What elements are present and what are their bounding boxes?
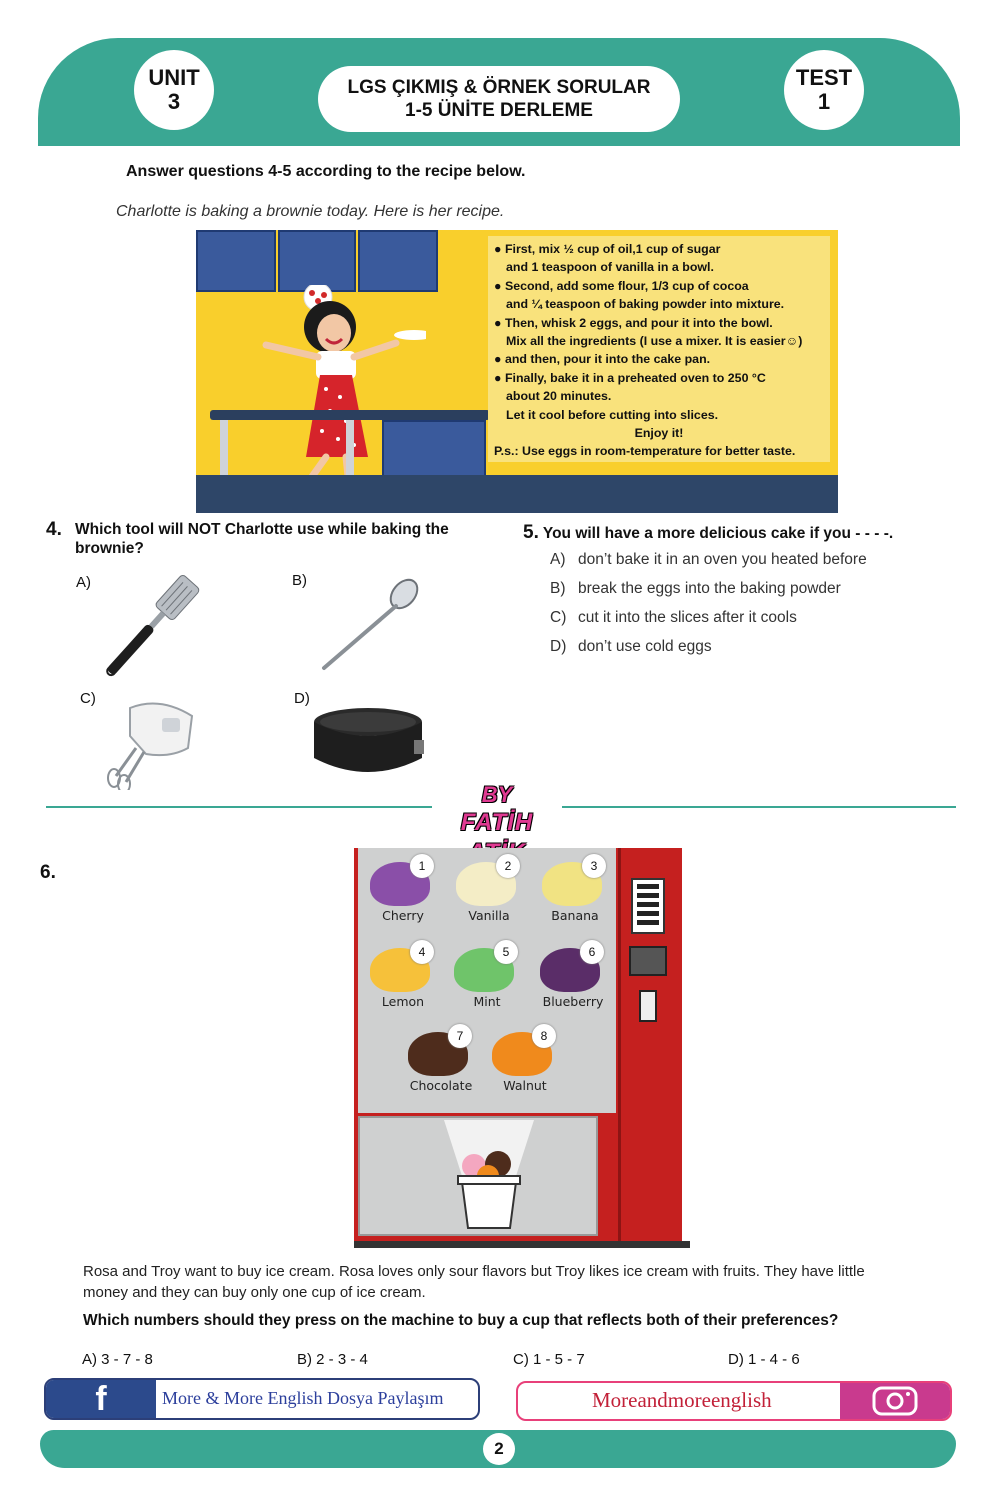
q6-option-c[interactable]: C) 1 - 5 - 7 <box>513 1351 585 1368</box>
section-divider <box>562 806 956 808</box>
question-number: 4. <box>46 519 62 540</box>
cake-pan-icon <box>314 708 424 772</box>
recipe-line: and ¼ teaspoon of baking powder into mix… <box>506 297 785 312</box>
recipe-line: P.s.: Use eggs in room-temperature for b… <box>494 444 796 459</box>
page-number: 2 <box>483 1433 515 1465</box>
facebook-banner[interactable]: f More & More English Dosya Paylaşım <box>44 1378 480 1420</box>
ice-cream-cup-icon <box>444 1120 534 1229</box>
question-6-context: Rosa and Troy want to buy ice cream. Ros… <box>83 1263 865 1301</box>
unit-label: UNIT <box>148 65 200 90</box>
page-title: LGS ÇIKMIŞ & ÖRNEK SORULAR 1-5 ÜNİTE DER… <box>318 66 680 132</box>
question-number: 5. <box>523 522 539 543</box>
facebook-text: More & More English Dosya Paylaşım <box>162 1388 444 1408</box>
page-header: UNIT 3 LGS ÇIKMIŞ & ÖRNEK SORULAR 1-5 ÜN… <box>38 38 960 146</box>
flavor-lemon[interactable]: 4 Lemon <box>364 940 444 1020</box>
control-column <box>618 848 682 1242</box>
flavor-cherry[interactable]: 1 Cherry <box>364 854 444 934</box>
ice-cream-vending-machine: 1 Cherry 2 Vanilla 3 Banana 4 Lemon 5 Mi… <box>354 848 690 1248</box>
flavor-vanilla[interactable]: 2 Vanilla <box>450 854 530 934</box>
option-a[interactable]: A)don’t bake it in an oven you heated be… <box>550 551 867 568</box>
display-screen <box>629 946 667 976</box>
option-b[interactable]: B)break the eggs into the baking powder <box>550 580 841 597</box>
question-6-text: Which numbers should they press on the m… <box>83 1312 839 1329</box>
flavor-chocolate[interactable]: 7 Chocolate <box>402 1024 482 1104</box>
test-badge: TEST 1 <box>784 50 864 130</box>
recipe-line: ● Then, whisk 2 eggs, and pour it into t… <box>494 315 773 330</box>
recipe-line: and 1 teaspoon of vanilla in a bowl. <box>506 260 714 275</box>
q6-option-a[interactable]: A) 3 - 7 - 8 <box>82 1351 153 1368</box>
hand-mixer-icon <box>107 702 194 790</box>
option-d-label[interactable]: D) <box>294 690 310 707</box>
option-d[interactable]: D)don’t use cold eggs <box>550 638 712 655</box>
author-logo: BY FATİH ATİK <box>460 782 534 866</box>
option-c[interactable]: C)cut it into the slices after it cools <box>550 609 797 626</box>
test-number: 1 <box>817 89 831 114</box>
title-line-2: 1-5 ÜNİTE DERLEME <box>405 100 593 121</box>
q6-option-b[interactable]: B) 2 - 3 - 4 <box>297 1351 368 1368</box>
flavor-mint[interactable]: 5 Mint <box>448 940 528 1020</box>
instagram-icon <box>840 1383 950 1419</box>
facebook-icon: f <box>46 1380 156 1418</box>
recipe-line: ● First, mix ½ cup of oil,1 cup of sugar <box>494 242 721 256</box>
question-text: Which tool will NOT Charlotte use while … <box>75 521 449 557</box>
instagram-text: Moreandmoreenglish <box>592 1388 772 1412</box>
question-6-number: 6. <box>40 862 56 883</box>
dispenser-tray <box>358 1116 598 1236</box>
flavor-blueberry[interactable]: 6 Blueberry <box>534 940 614 1020</box>
recipe-line: Mix all the ingredients (I use a mixer. … <box>506 334 803 349</box>
title-line-1: LGS ÇIKMIŞ & ÖRNEK SORULAR <box>347 77 651 98</box>
upper-cabinet <box>358 230 438 292</box>
recipe-line: Enjoy it! <box>634 426 684 441</box>
question-5: 5. You will have a more delicious cake i… <box>523 522 893 544</box>
instruction-text: Answer questions 4-5 according to the re… <box>126 163 526 180</box>
recipe-line: ● Second, add some flour, 1/3 cup of coc… <box>494 278 749 293</box>
machine-base <box>354 1241 690 1248</box>
option-b-label[interactable]: B) <box>292 572 307 589</box>
q6-option-d[interactable]: D) 1 - 4 - 6 <box>728 1351 800 1368</box>
spatula-icon <box>106 575 200 677</box>
question-5-options: A)don’t bake it in an oven you heated be… <box>550 551 867 667</box>
instagram-banner[interactable]: Moreandmoreenglish <box>516 1381 952 1421</box>
recipe-box: ● First, mix ½ cup of oil,1 cup of sugar… <box>488 236 830 462</box>
option-c-label[interactable]: C) <box>80 690 96 707</box>
intro-text: Charlotte is baking a brownie today. Her… <box>116 203 505 220</box>
upper-cabinet <box>196 230 276 292</box>
unit-number: 3 <box>167 89 181 114</box>
option-a-label[interactable]: A) <box>76 574 91 591</box>
question-4: 4. Which tool will NOT Charlotte use whi… <box>46 520 496 558</box>
keypad-icon[interactable] <box>631 878 665 934</box>
table-leg <box>346 420 354 480</box>
kitchen-illustration: ● First, mix ½ cup of oil,1 cup of sugar… <box>196 230 838 513</box>
table-leg <box>220 420 228 480</box>
unit-badge: UNIT 3 <box>134 50 214 130</box>
page-footer: 2 <box>40 1430 956 1468</box>
upper-cabinet <box>278 230 356 292</box>
recipe-line: about 20 minutes. <box>506 389 612 404</box>
coin-slot[interactable] <box>639 990 657 1022</box>
section-divider <box>46 806 432 808</box>
spoon-icon <box>322 578 419 670</box>
flavor-panel: 1 Cherry 2 Vanilla 3 Banana 4 Lemon 5 Mi… <box>358 848 616 1113</box>
kitchen-floor <box>196 475 838 513</box>
flavor-walnut[interactable]: 8 Walnut <box>486 1024 566 1104</box>
recipe-line: ● Finally, bake it in a preheated oven t… <box>494 370 766 385</box>
lower-cabinet <box>382 420 486 480</box>
flavor-banana[interactable]: 3 Banana <box>536 854 616 934</box>
recipe-line: Let it cool before cutting into slices. <box>506 407 719 422</box>
kitchen-counter <box>210 410 490 420</box>
test-label: TEST <box>795 65 853 90</box>
question-text: You will have a more delicious cake if y… <box>542 525 894 542</box>
recipe-line: ● and then, pour it into the cake pan. <box>494 352 711 367</box>
